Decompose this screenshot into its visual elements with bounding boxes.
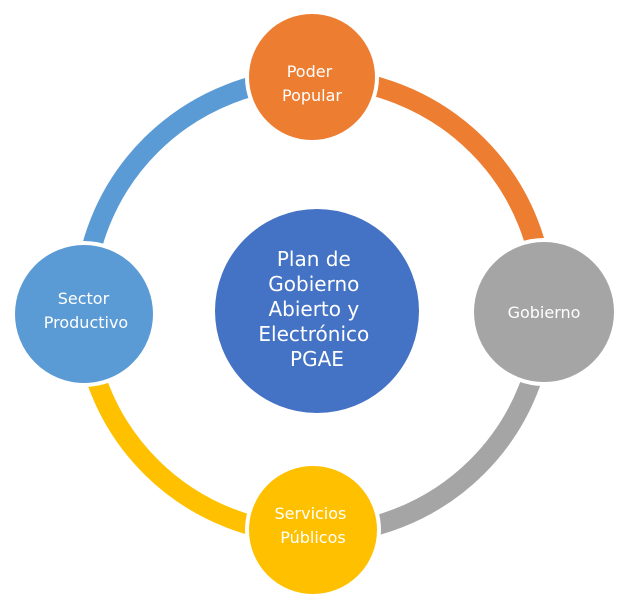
center-label-line: Plan de [277, 247, 351, 271]
node-label-line: Servicios [275, 504, 347, 523]
node-label-servicios-publicos: Servicios Públicos [275, 504, 352, 547]
node-label-line: Poder [287, 62, 333, 81]
node-circle-sector-productivo [11, 241, 157, 387]
node-circle-gobierno [470, 238, 618, 386]
node-servicios-publicos: Servicios Públicos [245, 462, 381, 598]
center-label-line: Abierto y [268, 297, 359, 321]
node-label-line: Popular [282, 86, 342, 105]
node-poder-popular: Poder Popular [245, 10, 379, 144]
node-gobierno: Gobierno [470, 238, 618, 386]
node-label-line: Públicos [280, 528, 345, 547]
node-label-sector-productivo: Sector Productivo [44, 289, 128, 332]
node-label-line: Sector [58, 289, 110, 308]
node-circle-servicios-publicos [245, 462, 381, 598]
node-label-line: Gobierno [508, 303, 581, 322]
node-label-line: Productivo [44, 313, 128, 332]
node-sector-productivo: Sector Productivo [11, 241, 157, 387]
center-node: Plan de Gobierno Abierto y Electrónico P… [213, 207, 421, 415]
center-label-line: PGAE [290, 347, 344, 371]
node-label-gobierno: Gobierno [508, 303, 581, 322]
center-label: Plan de Gobierno Abierto y Electrónico P… [258, 247, 375, 371]
node-label-poder-popular: Poder Popular [282, 62, 342, 105]
center-circle [213, 207, 421, 415]
center-label-line: Electrónico [258, 322, 369, 346]
node-circle-poder-popular [245, 10, 379, 144]
center-label-line: Gobierno [268, 272, 359, 296]
